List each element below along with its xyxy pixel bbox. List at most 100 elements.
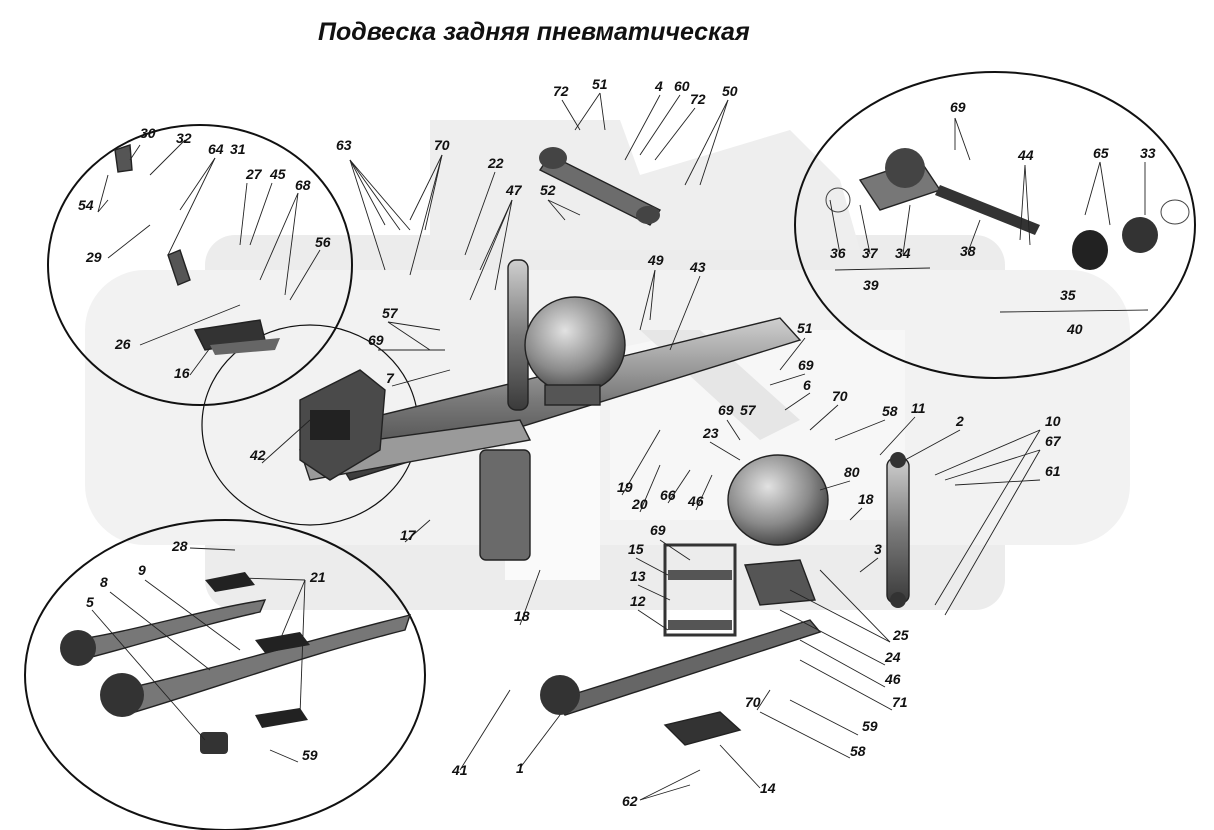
callout-54: 54 (78, 197, 94, 213)
callout-2: 2 (955, 413, 964, 429)
leader-line (624, 94, 661, 161)
leader-line (699, 99, 729, 186)
callout-59a: 59 (862, 718, 878, 734)
leader-line (464, 171, 496, 256)
detail-circle-bottom-left (24, 519, 426, 830)
leader-line (91, 609, 206, 741)
leader-line (1084, 161, 1101, 216)
callout-51a: 51 (592, 76, 608, 92)
callout-20: 20 (631, 496, 648, 512)
leader-line (726, 419, 741, 441)
callout-69e: 69 (950, 99, 966, 115)
callout-24: 24 (884, 649, 901, 665)
leader-line (799, 639, 886, 688)
callout-31: 31 (230, 141, 246, 157)
callout-11: 11 (911, 400, 926, 416)
callout-36: 36 (830, 245, 846, 261)
callout-5: 5 (86, 594, 94, 610)
callout-69d: 69 (650, 522, 666, 538)
callout-17: 17 (400, 527, 417, 543)
callout-21: 21 (309, 569, 326, 585)
callout-3: 3 (874, 541, 882, 557)
leader-line (799, 659, 893, 711)
callout-67: 67 (1045, 433, 1062, 449)
callout-23: 23 (702, 425, 719, 441)
callout-1: 1 (516, 760, 524, 776)
leader-line (574, 92, 601, 131)
leader-line (149, 139, 186, 176)
leader-line (107, 224, 151, 259)
leader-line (424, 154, 443, 231)
leader-line (639, 464, 661, 513)
leader-line (934, 429, 1041, 476)
leader-line (849, 507, 863, 521)
leader-line (784, 392, 811, 411)
leader-line (769, 373, 806, 386)
plate-14 (663, 711, 742, 746)
leader-line (667, 469, 691, 504)
leader-line (809, 404, 839, 431)
callout-72b: 72 (690, 91, 706, 107)
leader-line (599, 92, 606, 131)
callout-51b: 51 (797, 320, 813, 336)
leader-line (684, 99, 729, 186)
leader-line (387, 321, 431, 351)
callout-52: 52 (540, 182, 556, 198)
leader-line (299, 579, 306, 716)
leader-lines (91, 92, 1146, 801)
leader-line (409, 154, 443, 221)
leader-line (639, 269, 656, 331)
callout-57b: 57 (740, 402, 757, 418)
callout-35: 35 (1060, 287, 1076, 303)
leader-line (934, 429, 1041, 606)
callout-69c: 69 (718, 402, 734, 418)
leader-line (239, 577, 306, 581)
group-underline-39 (834, 267, 931, 271)
leader-line (904, 429, 961, 461)
leader-line (561, 99, 581, 131)
leader-line (469, 199, 513, 301)
leader-line (637, 584, 671, 601)
leader-line (349, 159, 401, 231)
leader-line (349, 159, 411, 231)
callout-4: 4 (654, 78, 663, 94)
leader-line (756, 689, 771, 711)
callout-58a: 58 (882, 403, 898, 419)
callout-62: 62 (622, 793, 638, 809)
callout-29: 29 (85, 249, 102, 265)
callout-72a: 72 (553, 83, 569, 99)
callout-10: 10 (1045, 413, 1061, 429)
callout-37: 37 (862, 245, 879, 261)
callout-65: 65 (1093, 145, 1109, 161)
leader-line (349, 159, 386, 271)
leader-line (859, 204, 871, 255)
leader-line (249, 182, 273, 246)
callout-9: 9 (138, 562, 146, 578)
callout-25: 25 (892, 627, 909, 643)
callout-70c: 70 (745, 694, 761, 710)
callout-57a: 57 (382, 305, 399, 321)
callout-30: 30 (140, 125, 156, 141)
callout-50: 50 (722, 83, 738, 99)
leader-line (261, 419, 311, 464)
leader-line (409, 154, 443, 276)
callout-12: 12 (630, 593, 646, 609)
callout-46a: 46 (687, 493, 704, 509)
callout-45: 45 (269, 166, 286, 182)
leader-line (349, 159, 386, 226)
torque-rod-upper (538, 147, 662, 226)
diagram-title: Подвеска задняя пневматическая (318, 18, 750, 46)
leader-line (779, 609, 886, 666)
leader-line (944, 449, 1041, 481)
leader-line (269, 749, 299, 763)
leader-line (387, 321, 441, 331)
leaf-spring-main (540, 619, 822, 716)
callout-13: 13 (630, 568, 646, 584)
callout-69a: 69 (368, 332, 384, 348)
leader-line (139, 304, 241, 346)
leader-line (719, 744, 761, 789)
leader-line (709, 441, 741, 461)
leader-line (637, 609, 669, 631)
callout-15: 15 (628, 541, 644, 557)
leader-line (859, 557, 879, 573)
